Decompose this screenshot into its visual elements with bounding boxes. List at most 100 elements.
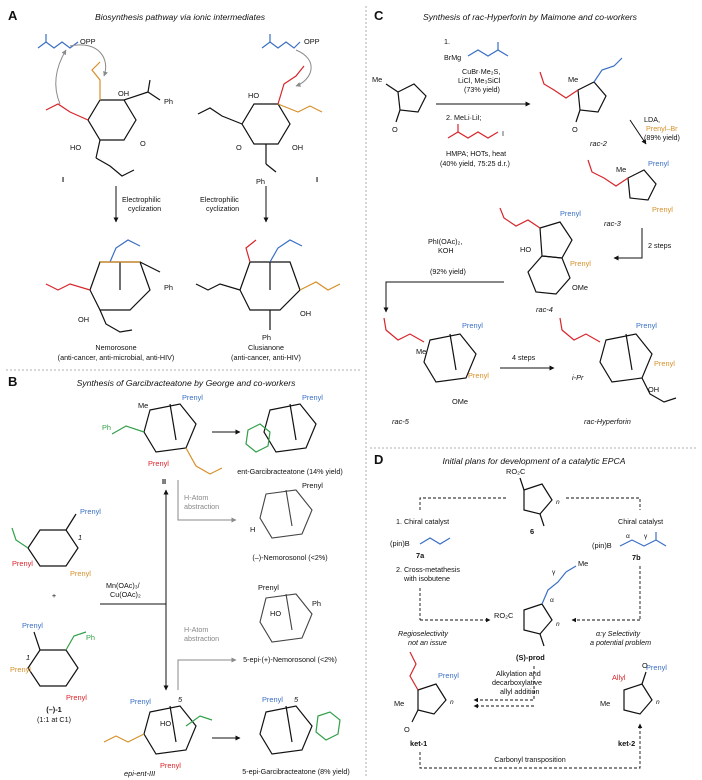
panel-letter-d: D [374, 452, 383, 467]
sm-top-green [11, 527, 29, 549]
sm-top-c1: 1 [78, 533, 82, 542]
c-foursteps: 4 steps [512, 353, 536, 362]
rac-4-ho: HO [520, 245, 531, 254]
sm-bottom-prenyl: Prenyl [22, 621, 43, 630]
d-left-step-2: 2. Cross-metathesis [396, 565, 460, 574]
sm-top-prenyl-red: Prenyl [12, 559, 33, 568]
c-twosteps: 2 steps [648, 241, 672, 250]
d-dash-right [566, 497, 641, 510]
panel-letter-b: B [8, 374, 17, 389]
left-oh: OH [118, 89, 129, 98]
reagent-7b-chain [619, 532, 667, 547]
rac-4-ome: OMe [572, 283, 588, 292]
d-arrow-to-ket1 [473, 666, 535, 703]
rac-4-red [499, 207, 541, 229]
right-orange-prenyl [277, 103, 323, 113]
ket-2-allyl: Allyl [612, 673, 626, 682]
c-step1-cu: CuBr·Me₂S, [462, 67, 500, 76]
hyperforin-label: rac-Hyperforin [584, 417, 631, 426]
sm-bottom-structure [27, 631, 79, 687]
nemorosonol-prenyl: Prenyl [302, 481, 323, 490]
d-left-note-2: not an issue [408, 638, 447, 647]
epi-nemorosonol-name: 5-epi-(+)-Nemorosonol (<2%) [243, 655, 337, 664]
c-step2-meli: 2. MeLi·LiI; [446, 113, 482, 122]
c-sm-me: Me [372, 75, 382, 84]
nemorosone-ph: Ph [164, 283, 173, 292]
d-alk-3: allyl addition [500, 687, 540, 696]
d-left-step-1: 1. Chiral catalyst [396, 517, 449, 526]
rac-5-structure [423, 333, 477, 383]
c-lda-2: Prenyl–Br [646, 124, 678, 133]
left-orange-prenyl [91, 61, 101, 100]
left-curly-arrow-1 [69, 44, 108, 77]
left-red-prenyl [45, 103, 89, 121]
ii-prenyl: Prenyl [182, 393, 203, 402]
c6-label: 6 [530, 527, 534, 536]
rac-2-structure [575, 81, 607, 123]
d-7b-pinb: (pin)B [592, 541, 612, 550]
d-7b-alpha: α [626, 533, 630, 540]
iii-prenyl: Prenyl [130, 697, 151, 706]
sm-top-structure [27, 513, 79, 567]
rac-5-ome: OMe [452, 397, 468, 406]
c-step2-i: I [502, 129, 504, 138]
hyperforin-ipr: i-Pr [572, 373, 584, 382]
ket-2-structure [623, 671, 653, 715]
habs-bottom-line-1: H-Atom [184, 625, 208, 634]
ii-me: Me [138, 401, 148, 410]
rac-5-me: Me [416, 347, 426, 356]
sm-bottom-ph: Ph [86, 633, 95, 642]
panel-d-title: Initial plans for development of a catal… [443, 456, 626, 466]
c-lda-1: LDA, [644, 115, 660, 124]
hyperforin-oh: OH [648, 385, 659, 394]
epi-garci-c5: 5 [294, 695, 299, 704]
left-ho: HO [70, 143, 81, 152]
epi-nemorosonol-ph: Ph [312, 599, 321, 608]
ket-1-o: O [404, 725, 410, 734]
methylcyclopentenone [385, 83, 427, 123]
right-prenyl-opp [261, 34, 301, 49]
d-7b-label: 7b [632, 553, 641, 562]
ket-2-label: ket-2 [618, 739, 635, 748]
ii-ph: Ph [102, 423, 111, 432]
right-red-prenyl [277, 65, 305, 105]
c-arrow-3 [613, 228, 643, 261]
hyperforin-prenyl: Prenyl [636, 321, 657, 330]
d-7b-gamma: γ [644, 533, 648, 540]
sm-top-prenyl-orange: Prenyl [70, 569, 91, 578]
right-arrow-line-2: cyclization [206, 204, 239, 213]
sprod-blue [541, 565, 577, 605]
clusianone-note: (anti-cancer, anti-HIV) [231, 353, 301, 362]
sprod-structure [523, 603, 553, 647]
left-ph: Ph [164, 97, 173, 106]
d-dash-left [419, 497, 506, 510]
rac-4-label: rac-4 [536, 305, 553, 314]
c-arrow-4 [383, 281, 504, 313]
c6-n: n [556, 499, 560, 506]
sm-label: (–)-1 [46, 705, 62, 714]
panel-b-title: Synthesis of Garcibracteatone by George … [77, 378, 296, 388]
d-left-note-1: Regioselectivity [398, 629, 448, 638]
c-piona-2: KOH [438, 246, 454, 255]
rac-5-red [383, 317, 425, 343]
nemorosone-red [45, 283, 91, 291]
clusianone-red [245, 239, 257, 263]
epi-nemorosonol-prenyl: Prenyl [258, 583, 279, 592]
d-transposition: Carbonyl transposition [494, 755, 566, 764]
panel-a: A Biosynthesis pathway via ionic interme… [8, 8, 341, 362]
c-step2-yield: (40% yield, 75:25 d.r.) [440, 159, 510, 168]
habs-arrow-top [177, 480, 237, 523]
rac-2-o: O [572, 125, 578, 134]
epi-nemorosonol-structure [259, 593, 313, 643]
epi-garci-green [315, 711, 341, 741]
sm-top-prenyl: Prenyl [80, 507, 101, 516]
sprod-me: Me [578, 559, 588, 568]
sm-bottom-prenyl-red: Prenyl [66, 693, 87, 702]
hyperforin-prenyl-orange: Prenyl [654, 359, 675, 368]
right-o: O [236, 143, 242, 152]
clusianone-orange [299, 281, 341, 291]
sprod-label: (S)-prod [516, 653, 545, 662]
left-arrow-line-1: Electrophilic [122, 195, 161, 204]
habs-bottom-line-2: abstraction [184, 634, 219, 643]
nemorosone-note: (anti-cancer, anti-microbial, anti-HIV) [58, 353, 175, 362]
